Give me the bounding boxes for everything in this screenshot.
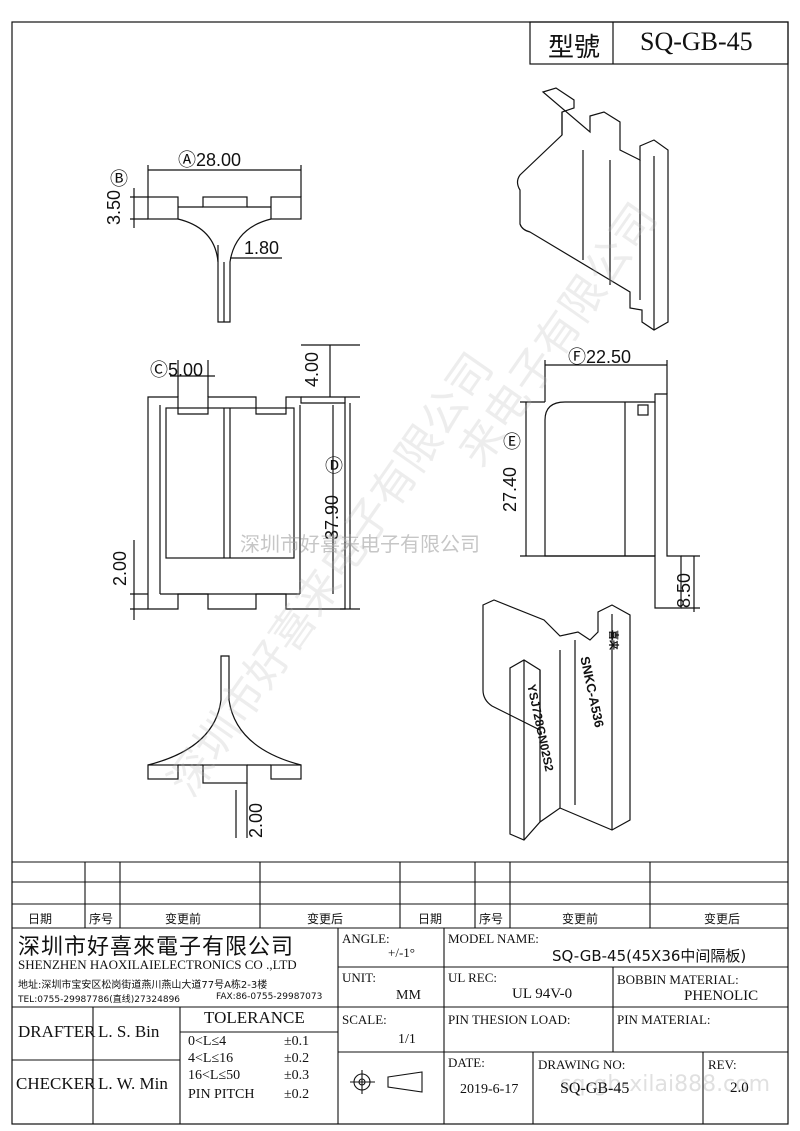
drawing-no-value: SQ-GB-45 [560, 1080, 630, 1097]
scale-label: SCALE: [342, 1012, 387, 1027]
dim-c: Ⓒ5.00 [150, 360, 204, 380]
unit-label: UNIT: [342, 970, 377, 985]
rev-col-date-1: 日期 [28, 912, 53, 926]
dim-bottom-2: 2.00 [246, 802, 266, 838]
ul-value: UL 94V-0 [512, 986, 573, 1002]
dim-h: 8.50 [674, 572, 694, 608]
drafter-value: L. S. Bin [98, 1022, 160, 1041]
side-view [520, 360, 700, 612]
rev-col-after-2: 变更后 [704, 912, 741, 926]
top-view [130, 165, 302, 323]
rev-value: 2.0 [730, 1080, 749, 1096]
isometric-view-bottom [482, 599, 631, 841]
dim-b-mark: Ⓑ [110, 169, 128, 189]
bobbin-material-label: BOBBIN MATERIAL: [617, 972, 739, 987]
rev-col-after-1: 变更后 [307, 912, 344, 926]
drafter-label: DRAFTER [18, 1022, 96, 1041]
pin-material-label: PIN MATERIAL: [617, 1012, 711, 1027]
dim-f: Ⓕ22.50 [568, 347, 632, 367]
dim-pin: 1.80 [244, 238, 280, 258]
dim-e-mark: Ⓔ [503, 432, 521, 452]
company-fax: FAX:86-0755-29987073 [216, 992, 323, 1002]
angle-value: +/-1° [388, 945, 415, 960]
rev-col-seq-2: 序号 [479, 912, 504, 926]
tol-value-3: ±0.3 [284, 1068, 310, 1083]
company-name-cn: 深圳市好喜來電子有限公司 [18, 935, 295, 960]
dim-a: Ⓐ28.00 [178, 150, 242, 170]
model-name-label: MODEL NAME: [448, 931, 539, 946]
projection-symbol [350, 1070, 423, 1094]
company-name-en: SHENZHEN HAOXILAIELECTRONICS CO .,LTD [18, 957, 297, 972]
ul-label: UL REC: [448, 970, 497, 985]
dim-left-2: 2.00 [110, 550, 130, 586]
brand-marking: 喜来 [607, 630, 618, 650]
scale-value: 1/1 [398, 1032, 416, 1047]
bottom-view [147, 655, 302, 838]
company-tel: TEL:0755-29987786(直线)27324896 [18, 995, 181, 1005]
model-name-value: SQ-GB-45(45X36中间隔板) [552, 947, 747, 965]
tol-range-3: 16<L≤50 [188, 1068, 241, 1083]
tolerance-label: TOLERANCE [204, 1008, 305, 1027]
checker-label: CHECKER [16, 1074, 96, 1093]
sheet-border [11, 21, 789, 1125]
type-label: 型號 [548, 33, 601, 62]
rev-col-before-1: 变更前 [165, 912, 202, 926]
angle-label: ANGLE: [342, 931, 390, 946]
tol-value-4: ±0.2 [284, 1087, 310, 1102]
date-value: 2019-6-17 [460, 1082, 519, 1097]
bobbin-material-value: PHENOLIC [684, 988, 759, 1004]
header-box [529, 21, 789, 65]
dim-e: 27.40 [500, 466, 520, 512]
tol-value-1: ±0.1 [284, 1034, 310, 1049]
isometric-view-top [516, 87, 669, 331]
date-label: DATE: [448, 1055, 485, 1070]
company-address: 地址:深圳市宝安区松岗街道燕川燕山大道77号A栋2-3楼 [18, 980, 268, 991]
rev-col-before-2: 变更前 [562, 912, 599, 926]
drawing-no-label: DRAWING NO: [538, 1057, 626, 1072]
rev-label: REV: [708, 1057, 737, 1072]
tol-range-2: 4<L≤16 [188, 1051, 234, 1066]
unit-value: MM [396, 988, 421, 1003]
title-block-grid [12, 861, 788, 1124]
pin-tension-label: PIN THESION LOAD: [448, 1012, 571, 1027]
dim-4: 4.00 [302, 351, 322, 387]
dim-b: 3.50 [104, 189, 124, 225]
watermark-center: 深圳市好喜来电子有限公司 [240, 532, 480, 556]
dim-d-mark: Ⓓ [325, 456, 343, 476]
rev-col-seq-1: 序号 [89, 912, 114, 926]
tol-range-4: PIN PITCH [188, 1087, 255, 1102]
rev-col-date-2: 日期 [418, 912, 443, 926]
model-header: SQ-GB-45 [640, 27, 753, 56]
watermark-url: sq-gb-xilai888.com [560, 1072, 771, 1097]
checker-value: L. W. Min [98, 1074, 168, 1093]
tol-value-2: ±0.2 [284, 1051, 310, 1066]
tol-range-1: 0<L≤4 [188, 1034, 227, 1049]
front-view [130, 344, 360, 620]
